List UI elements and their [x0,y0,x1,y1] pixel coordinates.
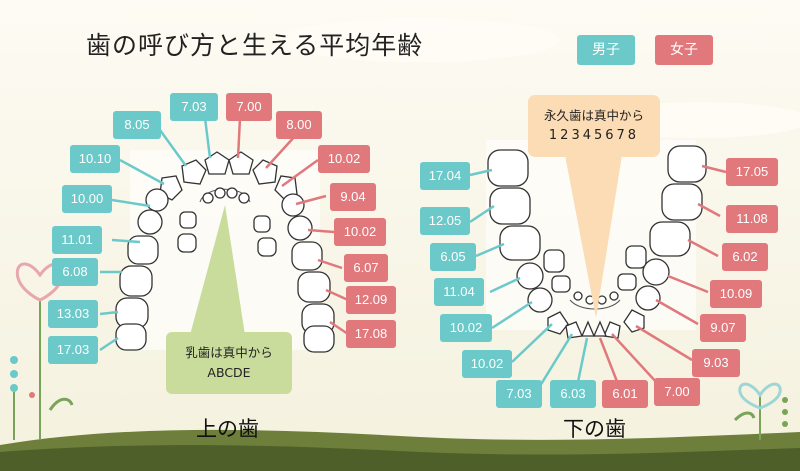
lower-boy-age-tag: 6.05 [430,243,476,271]
page-title: 歯の呼び方と生える平均年齢 [86,31,424,60]
lower-boy-age-tag: 12.05 [420,207,470,235]
lower-girl-age-tag: 11.08 [726,205,778,233]
upper-leader-lines [99,117,212,352]
lower-girl-age-tag: 17.05 [726,158,778,186]
lower-girl-age-tag: 6.01 [602,380,648,408]
lower-girl-age-tag: 6.02 [722,243,768,271]
lower-jaw-diagram [486,140,707,339]
lower-girl-age-tag: 10.09 [710,280,762,308]
upper-boy-age-tag: 17.03 [48,336,98,364]
upper-girl-age-tag: 9.04 [330,183,376,211]
upper-girl-age-tag: 17.08 [346,320,396,348]
legend-girl: 女子 [655,35,713,65]
upper-girl-age-tag: 10.02 [318,145,370,173]
upper-boy-age-tag: 13.03 [48,300,98,328]
upper-boy-age-tag: 10.00 [62,185,112,213]
upper-boy-age-tag: 11.01 [52,226,102,254]
lower-note: 永久歯は真中から 12345678 [528,95,660,157]
upper-girl-age-tag: 8.00 [276,111,322,139]
upper-note-line2: ABCDE [207,365,251,380]
lower-girl-age-tag: 9.07 [700,314,746,342]
upper-girl-age-tag: 12.09 [346,286,396,314]
lower-boy-age-tag: 11.04 [434,278,484,306]
upper-boy-age-tag: 7.03 [170,93,218,121]
lower-boy-age-tag: 10.02 [462,350,512,378]
upper-boy-age-tag: 10.10 [70,145,120,173]
upper-leader-lines-girl [236,117,349,336]
lower-boy-age-tag: 10.02 [440,314,492,342]
upper-girl-age-tag: 7.00 [226,93,272,121]
upper-note-pointer [190,205,245,335]
upper-boy-age-tag: 6.08 [52,258,98,286]
lower-boy-age-tag: 7.03 [496,380,542,408]
lower-girl-age-tag: 9.03 [692,349,740,377]
lower-note-line2: 12345678 [548,128,640,143]
lower-girl-age-tag: 7.00 [654,378,700,406]
upper-note-line1: 乳歯は真中から [185,345,273,360]
lower-note-line1: 永久歯は真中から [543,108,644,123]
lower-note-pointer [565,155,622,318]
upper-caption: 上の歯 [196,417,259,441]
right-plant-decoration [733,382,788,440]
upper-girl-age-tag: 6.07 [344,254,388,282]
lower-boy-age-tag: 6.03 [550,380,596,408]
lower-caption: 下の歯 [563,417,626,441]
legend-boy: 男子 [577,35,635,65]
lower-boy-age-tag: 17.04 [420,162,470,190]
upper-boy-age-tag: 8.05 [113,111,161,139]
lower-leader-lines-girl [598,164,727,385]
upper-note: 乳歯は真中から ABCDE [166,332,292,394]
upper-girl-age-tag: 10.02 [334,218,386,246]
lower-leader-lines [469,168,589,387]
